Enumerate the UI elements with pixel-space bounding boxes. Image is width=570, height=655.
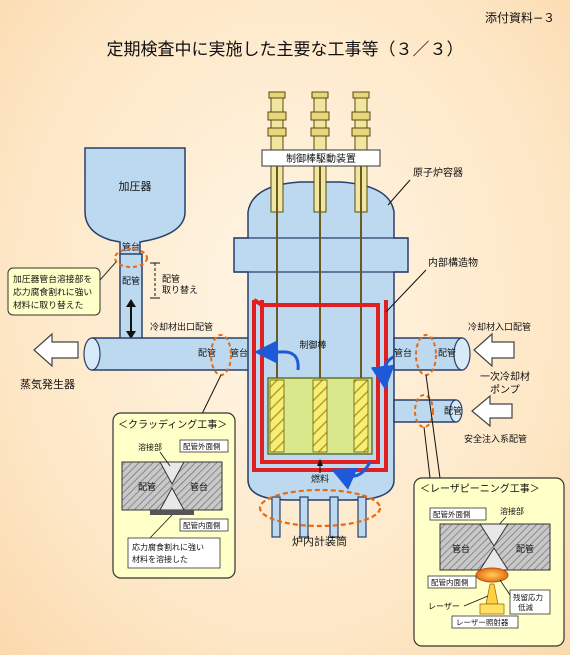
page-title: 定期検査中に実施した主要な工事等（３／３） xyxy=(107,40,464,60)
cladding-inner-label: 配管内面側 xyxy=(183,520,221,530)
crdm-label: 制御棒駆動装置 xyxy=(286,152,356,165)
incore-label: 炉内計装筒 xyxy=(292,534,347,548)
si-weld-highlight xyxy=(414,394,434,428)
peening-pipe-label: 配管 xyxy=(516,543,534,555)
safety-injection-label: 安全注入系配管 xyxy=(464,433,527,445)
pump-label: 一次冷却材 ポンプ xyxy=(480,370,533,396)
attachment-label: 添付資料−３ xyxy=(485,11,555,25)
pipe-replaced-label: 配管 取り替え xyxy=(162,273,198,296)
peening-detail: ＜レーザピーニング工事＞ 配管外面側 溶接部 管台 配管 配管内面側 残留応力 … xyxy=(413,477,565,647)
peening-outer-label: 配管外面側 xyxy=(433,509,471,519)
pressurizer-vessel xyxy=(84,147,186,256)
cold-leg-pipe-label: 配管 xyxy=(438,347,456,359)
hot-leg-pipe-label: 配管 xyxy=(198,347,216,359)
control-rod-bundles xyxy=(269,379,369,453)
peening-irradiator-label: レーザー照射器 xyxy=(456,617,509,627)
cladding-title: ＜クラッディング工事＞ xyxy=(118,418,227,431)
pressurizer-callout-text: 加圧器管台溶接部を 応力腐食割れに強い 材料に取り替えた xyxy=(13,273,95,311)
pressurizer-nozzle-label: 管台 xyxy=(122,241,140,253)
si-inflow-arrow xyxy=(471,394,513,428)
cladding-weld-label: 溶接部 xyxy=(138,442,162,452)
peening-weld-label: 溶接部 xyxy=(500,506,524,516)
control-rod-label: 制御棒 xyxy=(299,339,326,351)
pressurizer-pipe-label: 配管 xyxy=(122,275,140,287)
si-pipe-label: 配管 xyxy=(444,405,462,417)
pressurizer-label: 加圧器 xyxy=(119,180,152,193)
flow-arrow-bottom xyxy=(331,461,372,490)
cladding-detail: ＜クラッディング工事＞ 溶接部 配管外面側 配管 管台 配管内面側 応力腐食割れ… xyxy=(112,412,236,579)
steam-generator-label: 蒸気発生器 xyxy=(20,377,75,391)
hot-leg-nozzle-label: 管台 xyxy=(230,347,248,359)
cladding-pipe-label: 配管 xyxy=(138,481,156,493)
cold-leg-nozzle-label: 管台 xyxy=(394,347,412,359)
hot-leg-pipe xyxy=(86,337,253,371)
from-pump-arrow xyxy=(473,332,515,368)
peening-title: ＜レーザピーニング工事＞ xyxy=(420,482,540,495)
to-steam-generator-arrow xyxy=(33,332,79,368)
cladding-nozzle-label: 管台 xyxy=(190,481,208,493)
peening-residual-label: 残留応力 低減 xyxy=(513,592,545,612)
vessel-label: 原子炉容器 xyxy=(413,166,463,179)
cladding-note: 応力腐食割れに強い 材料を溶接した xyxy=(132,542,207,564)
coolant-outlet-label: 冷却材出口配管 xyxy=(150,321,213,333)
cladding-outer-label: 配管外面側 xyxy=(183,441,221,451)
peening-nozzle-label: 管台 xyxy=(452,543,470,555)
fuel-label: 燃料 xyxy=(311,473,329,485)
coolant-inlet-label: 冷却材入口配管 xyxy=(468,321,531,333)
internals-label: 内部構造物 xyxy=(428,256,478,269)
incore-highlight xyxy=(258,488,382,528)
pressurizer-callout xyxy=(7,267,101,316)
pressurizer-weld-highlight xyxy=(114,248,148,268)
flow-arrow-outlet xyxy=(254,340,300,371)
peening-inner-label: 配管内面側 xyxy=(431,577,469,587)
incore-tubes xyxy=(271,496,367,538)
peening-laser-label: レーザー xyxy=(428,602,460,611)
